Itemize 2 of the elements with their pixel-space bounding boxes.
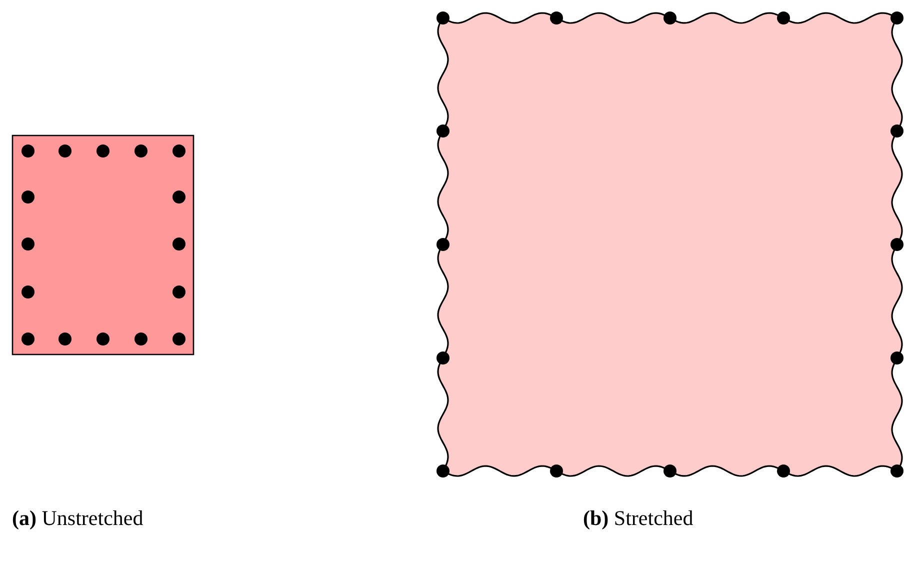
figure-caption: (b) Stretched (583, 506, 694, 531)
figure-caption: (a) Unstretched (12, 506, 144, 531)
